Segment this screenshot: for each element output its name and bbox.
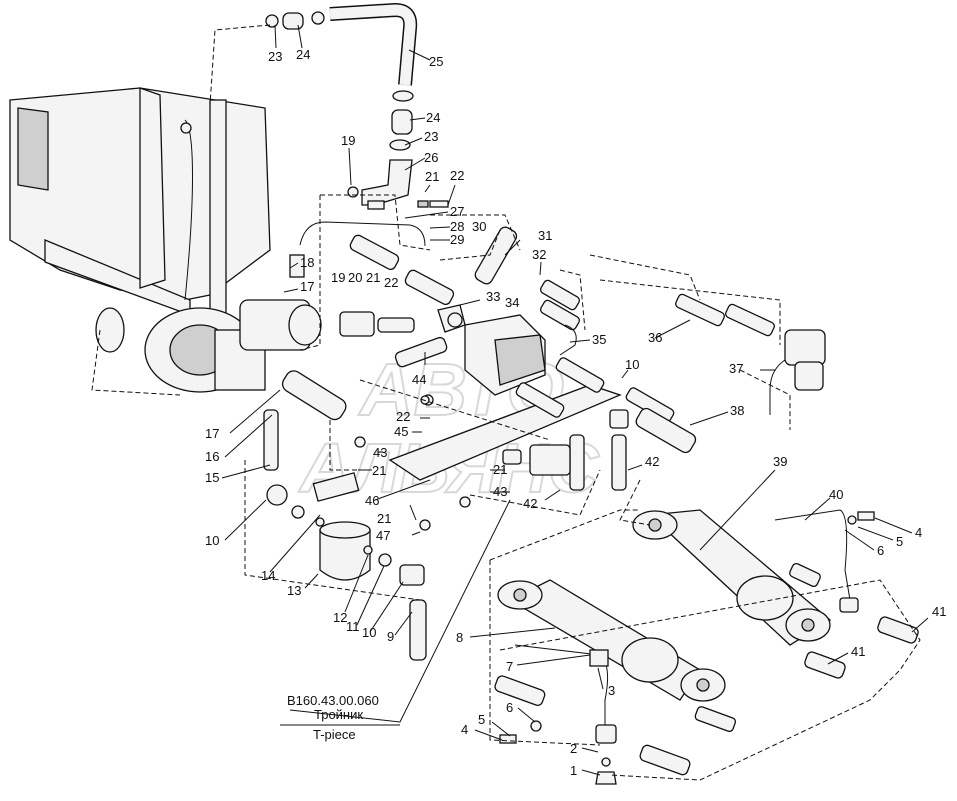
hose-fittings bbox=[263, 226, 775, 661]
hydraulic-cylinder-upper bbox=[632, 509, 859, 646]
callout-46: 46 bbox=[365, 493, 379, 508]
callout-10c: 10 bbox=[362, 625, 376, 640]
callout-41a: 41 bbox=[932, 604, 946, 619]
callout-23a: 23 bbox=[268, 49, 282, 64]
engine-housing bbox=[9, 87, 322, 393]
callout-leaders bbox=[221, 24, 929, 776]
callout-20: 20 bbox=[348, 270, 362, 285]
callout-21d: 21 bbox=[493, 462, 507, 477]
callout-8: 8 bbox=[456, 630, 463, 645]
callout-35: 35 bbox=[592, 332, 606, 347]
callout-6a: 6 bbox=[877, 543, 884, 558]
callout-43b: 43 bbox=[493, 484, 507, 499]
callout-19a: 19 bbox=[341, 133, 355, 148]
callout-16: 16 bbox=[205, 449, 219, 464]
callout-36: 36 bbox=[648, 330, 662, 345]
callout-9: 9 bbox=[387, 629, 394, 644]
callout-32: 32 bbox=[532, 247, 546, 262]
hydraulic-cylinder-lower bbox=[494, 511, 919, 785]
callout-2: 2 bbox=[570, 741, 577, 756]
callout-4a: 4 bbox=[915, 525, 922, 540]
caption-name-ru: Тройник bbox=[314, 707, 363, 722]
callout-19b: 19 bbox=[331, 270, 345, 285]
callout-6b: 6 bbox=[506, 700, 513, 715]
callout-22b: 22 bbox=[384, 275, 398, 290]
callout-43a: 43 bbox=[373, 445, 387, 460]
dashed-connection-lines bbox=[91, 24, 921, 781]
callout-23b: 23 bbox=[424, 129, 438, 144]
callout-41b: 41 bbox=[851, 644, 865, 659]
callout-17b: 17 bbox=[205, 426, 219, 441]
callout-31: 31 bbox=[538, 228, 552, 243]
callout-10b: 10 bbox=[205, 533, 219, 548]
callout-30: 30 bbox=[472, 219, 486, 234]
callout-37: 37 bbox=[729, 361, 743, 376]
callout-21b: 21 bbox=[366, 270, 380, 285]
callout-44: 44 bbox=[412, 372, 426, 387]
callout-22c: 22 bbox=[396, 409, 410, 424]
callout-47: 47 bbox=[376, 528, 390, 543]
callout-42a: 42 bbox=[523, 496, 537, 511]
upper-hose-assembly bbox=[265, 2, 449, 278]
callout-28: 28 bbox=[450, 219, 464, 234]
callout-33: 33 bbox=[486, 289, 500, 304]
pressure-filter bbox=[769, 329, 826, 415]
callout-40: 40 bbox=[829, 487, 843, 502]
callout-21a: 21 bbox=[425, 169, 439, 184]
callout-25: 25 bbox=[429, 54, 443, 69]
callout-5b: 5 bbox=[478, 712, 485, 727]
part-caption: B160.43.00.060 Тройник T-piece bbox=[280, 693, 400, 742]
callout-15: 15 bbox=[205, 470, 219, 485]
callout-26: 26 bbox=[424, 150, 438, 165]
callout-5a: 5 bbox=[896, 534, 903, 549]
callout-34: 34 bbox=[505, 295, 519, 310]
callout-17a: 17 bbox=[300, 279, 314, 294]
callout-7: 7 bbox=[506, 659, 513, 674]
callout-labels: 23 24 25 24 23 26 19 21 22 27 28 29 30 3… bbox=[205, 47, 946, 778]
callout-18: 18 bbox=[300, 255, 314, 270]
callout-45: 45 bbox=[394, 424, 408, 439]
callout-11: 11 bbox=[346, 619, 360, 634]
callout-29: 29 bbox=[450, 232, 464, 247]
callout-12: 12 bbox=[333, 610, 347, 625]
callout-27: 27 bbox=[450, 204, 464, 219]
callout-24b: 24 bbox=[426, 110, 440, 125]
callout-39: 39 bbox=[773, 454, 787, 469]
callout-1: 1 bbox=[570, 763, 577, 778]
caption-code: B160.43.00.060 bbox=[287, 693, 379, 708]
callout-24a: 24 bbox=[296, 47, 310, 62]
caption-name-en: T-piece bbox=[313, 727, 356, 742]
callout-38: 38 bbox=[730, 403, 744, 418]
callout-10a: 10 bbox=[625, 357, 639, 372]
callout-42b: 42 bbox=[645, 454, 659, 469]
callout-22a: 22 bbox=[450, 168, 464, 183]
callout-14: 14 bbox=[261, 568, 275, 583]
callout-3: 3 bbox=[608, 683, 615, 698]
callout-21e: 21 bbox=[377, 511, 391, 526]
callout-13: 13 bbox=[287, 583, 301, 598]
callout-21c: 21 bbox=[372, 463, 386, 478]
callout-4b: 4 bbox=[461, 722, 468, 737]
